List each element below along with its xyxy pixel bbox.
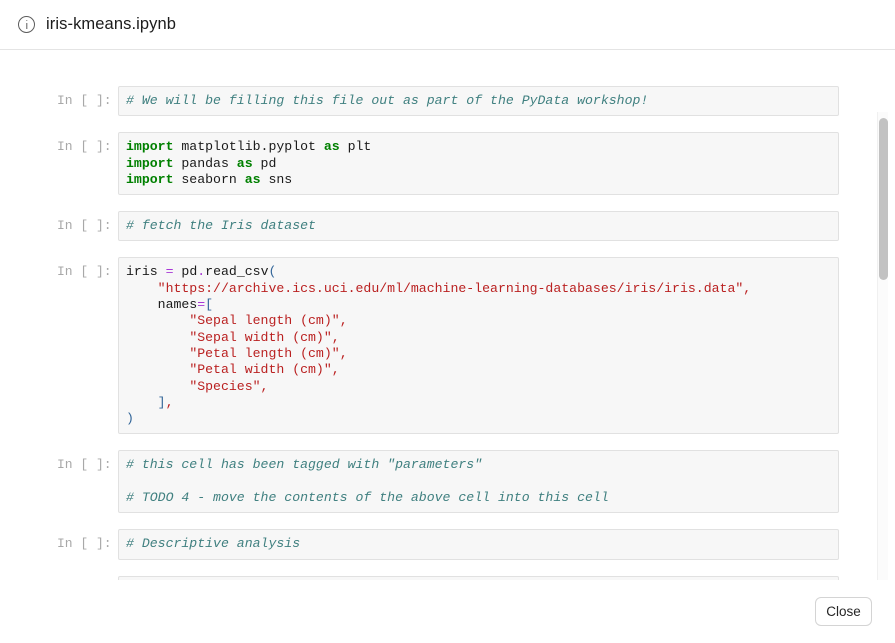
code-token: [ [205,297,214,313]
cell-execution-prompt: In [ ]: [57,457,112,473]
notebook-titlebar: iris-kmeans.ipynb [0,0,895,50]
code-line: import seaborn as sns [126,172,838,188]
code-token: # fetch the Iris dataset [126,218,316,234]
code-token: , [743,280,752,296]
notebook-cell[interactable]: In [ ]: # fetch the Iris dataset [0,211,860,242]
cell-read-csv[interactable]: iris = pd.read_csv( "https://archive.ics… [118,257,839,435]
dialog-footer: Close [0,580,895,643]
code-token: seaborn [173,171,245,187]
code-token: # We will be filling this file out as pa… [126,93,649,108]
code-token: "https://archive.ics.uci.edu/ml/machine-… [157,280,744,296]
code-token [126,330,189,345]
code-line: # TODO 4 - move the contents of the abov… [126,490,838,506]
code-token [126,281,158,296]
code-token: , [331,362,340,378]
info-circle-icon [18,16,35,33]
code-line: import pandas as pd [126,156,838,172]
code-token: # Descriptive analysis [126,536,301,552]
code-token: as [323,139,340,155]
code-line: "Species", [126,379,838,395]
code-line: # Descriptive analysis [126,536,838,552]
code-token: read_csv [205,264,269,280]
code-token: import [126,139,174,155]
code-token: # this cell has been tagged with "parame… [126,457,483,473]
code-line: ], [126,395,838,411]
notebook-cell[interactable]: In [ ]: iris = pd.read_csv( "https://arch… [0,257,860,435]
notebook-cell[interactable]: In [ ]: # this cell has been tagged with … [0,450,860,514]
code-token: import [126,171,174,187]
code-line: "Sepal width (cm)", [126,330,838,346]
code-line: ) [126,411,838,427]
code-token: , [339,313,348,329]
code-line: "Petal width (cm)", [126,362,838,378]
cell-descriptive-comment[interactable]: # Descriptive analysis [118,529,839,560]
code-token: as [236,155,253,171]
code-line [126,474,838,490]
code-token: as [244,171,261,187]
code-token: "Species" [189,378,261,394]
code-line: "https://archive.ics.uci.edu/ml/machine-… [126,281,838,297]
code-token: ( [268,264,277,280]
code-line: "Petal length (cm)", [126,346,838,362]
vertical-scrollbar-thumb[interactable] [879,118,888,280]
code-token: # TODO 4 - move the contents of the abov… [126,490,609,506]
code-token [126,379,189,394]
code-token: matplotlib.pyplot [173,139,324,155]
code-line: # We will be filling this file out as pa… [126,93,838,109]
code-line: names=[ [126,297,838,313]
code-token: pandas [173,155,237,171]
code-token: import [126,155,174,171]
code-token [126,346,189,361]
code-token: "Sepal width (cm)" [189,329,332,345]
cell-execution-prompt: In [ ]: [57,264,112,280]
code-token: , [260,378,269,394]
code-token: iris [126,264,166,280]
code-line: # fetch the Iris dataset [126,218,838,234]
close-button[interactable]: Close [815,597,872,626]
code-token: ] [157,394,166,410]
code-line: import matplotlib.pyplot as plt [126,139,838,155]
code-token: pd [252,155,277,171]
code-token: "Sepal length (cm)" [189,313,340,329]
cell-parameters-tagged[interactable]: # this cell has been tagged with "parame… [118,450,839,514]
notebook-filename: iris-kmeans.ipynb [46,15,177,33]
cell-fetch-comment[interactable]: # fetch the Iris dataset [118,211,839,242]
notebook-scroll-area[interactable]: In [ ]: # We will be filling this file ou… [0,50,895,624]
code-token [126,395,158,410]
code-token: ) [126,411,134,427]
code-token: "Petal width (cm)" [189,362,332,378]
cell-execution-prompt: In [ ]: [57,218,112,234]
code-token: , [165,394,174,410]
code-token: , [331,329,340,345]
code-token: , [339,345,348,361]
notebook-cell[interactable]: In [ ]: # We will be filling this file ou… [0,86,860,117]
cell-execution-prompt: In [ ]: [57,93,112,108]
vertical-scrollbar-track[interactable] [877,112,888,624]
code-token: . [197,264,206,280]
code-line: iris = pd.read_csv( [126,264,838,280]
cell-intro-comment[interactable]: # We will be filling this file out as pa… [118,86,839,117]
code-token: = [165,264,174,280]
code-token [126,313,189,328]
cell-execution-prompt: In [ ]: [57,139,112,155]
code-token: names [126,297,198,313]
notebook-cell-list: In [ ]: # We will be filling this file ou… [0,86,860,622]
code-token: sns [260,171,293,187]
cell-execution-prompt: In [ ]: [57,536,112,552]
code-line: # this cell has been tagged with "parame… [126,457,838,473]
code-token: plt [339,139,372,155]
code-token: pd [173,264,198,280]
code-line: "Sepal length (cm)", [126,313,838,329]
notebook-cell[interactable]: In [ ]: # Descriptive analysis [0,529,860,560]
code-token: "Petal length (cm)" [189,345,340,361]
code-token: = [197,297,206,313]
code-token [126,362,189,377]
